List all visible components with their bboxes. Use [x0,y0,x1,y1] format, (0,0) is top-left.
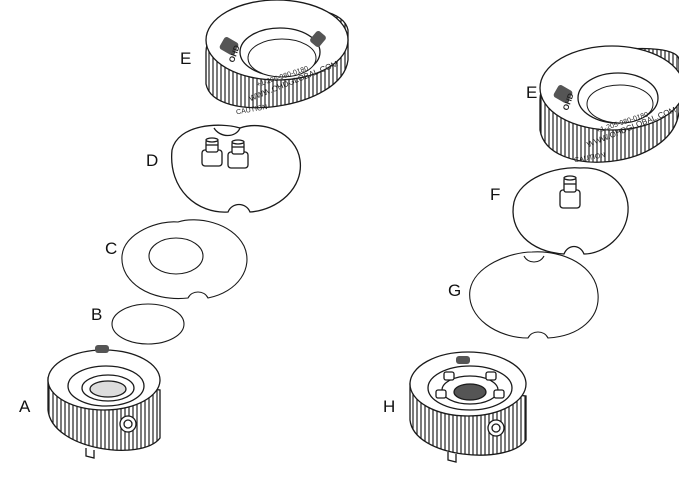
label-f: F [490,185,501,204]
label-d: D [146,151,159,170]
label-g: G [448,281,462,300]
part-b-thin-disc [111,303,185,345]
label-c: C [105,239,118,258]
part-a-base-housing [47,345,161,459]
part-e-left-cap: WWW.OHDGLOBAL.COM +1-205-980-0180 CAUTIO… [205,0,349,116]
part-c-ring-gasket [121,219,248,300]
fitting-left [201,137,223,167]
label-e-right: E [526,83,538,102]
label-e-left: E [180,49,192,68]
part-g-plain-disc [469,251,599,339]
label-a: A [19,397,31,416]
part-h-base-housing [409,351,527,463]
part-f-plate-with-fitting [512,167,629,255]
label-h: H [383,397,396,416]
part-d-plate-with-fittings [171,124,301,213]
part-e-right-cap: WWW.OHDGLOBAL.COM +1-205-980-0180 CAUTIO… [539,45,679,164]
fitting-right [227,139,249,169]
label-b: B [91,305,103,324]
